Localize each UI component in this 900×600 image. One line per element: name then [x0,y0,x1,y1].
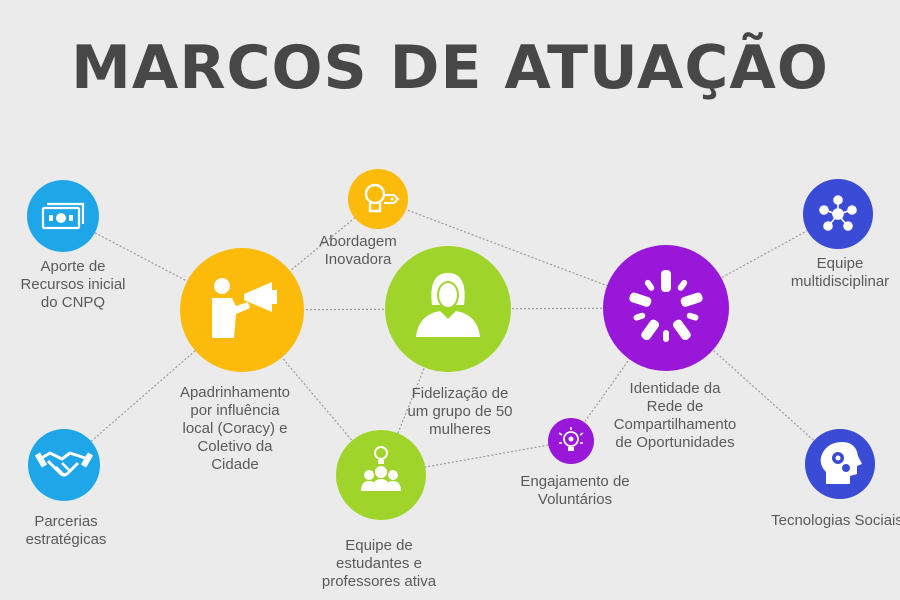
connector-identidade-tecnologias [665,307,841,465]
label-identidade: Identidade da Rede de Compartilhamento d… [613,380,737,451]
node-identidade [603,245,729,371]
network-people-icon [819,195,857,231]
node-equipe-estudantes [336,430,426,520]
label-parcerias: Parcerias estratégicas [25,513,107,548]
banknote-icon [41,202,85,230]
node-parcerias [28,429,100,501]
megaphone-person-icon [212,278,277,338]
node-equipe-multi [803,179,873,249]
hands-circle-icon [629,270,703,342]
label-abordagem: Abordagem Inovadora [319,233,397,268]
node-identidade-circle [603,245,729,371]
node-abordagem [348,169,408,229]
label-engajamento: Engajamento de Voluntários [520,473,630,508]
lightbulb-gear-icon [558,427,584,451]
label-aporte: Aporte de Recursos inicial do CNPQ [20,258,126,311]
lightbulb-tag-icon [364,183,400,213]
team-idea-icon [361,446,401,491]
label-equipe-estudantes: Equipe de estudantes e professores ativa [321,537,437,590]
label-tecnologias: Tecnologias Sociais [771,512,900,529]
woman-icon [416,273,480,337]
node-fidelizacao [385,246,511,372]
head-gears-icon [820,442,862,484]
page-title: MARCOS DE ATUAÇÃO [71,33,829,103]
node-engajamento [548,418,594,464]
label-apadrinhamento: Apadrinhamento por influência local (Cor… [179,384,291,473]
label-fidelizacao: Fidelização de um grupo de 50 mulheres [407,385,513,438]
node-abordagem-circle [348,169,408,229]
handshake-icon [34,451,94,477]
node-aporte [27,180,99,252]
node-apadrinhamento [180,248,304,372]
label-equipe-multi: Equipe multidisciplinar [790,255,890,290]
node-tecnologias [805,429,875,499]
